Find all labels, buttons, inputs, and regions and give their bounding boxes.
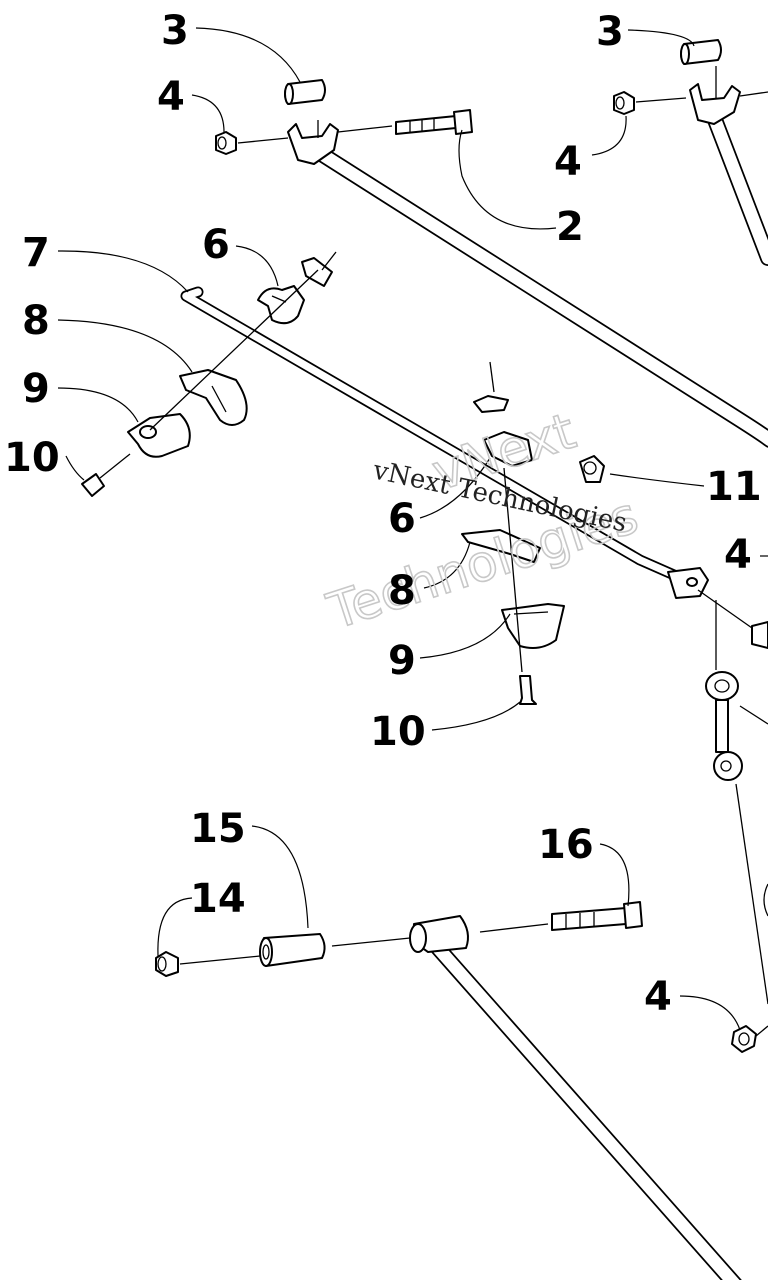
clip-6-center-top <box>473 361 509 413</box>
callout-4-lower-right: 4 <box>644 974 672 1020</box>
bracket-9-center <box>501 603 565 649</box>
clip-6-left-top <box>301 251 337 287</box>
callout-4-left: 4 <box>157 74 185 120</box>
callout-7: 7 <box>22 230 50 276</box>
callout-4-mid-right: 4 <box>724 532 752 578</box>
callout-8-left: 8 <box>22 298 50 344</box>
callout-14: 14 <box>190 876 246 922</box>
bushing-3-right <box>680 39 722 65</box>
lower-control-arm <box>409 915 742 1280</box>
callout-10-left: 10 <box>4 435 60 481</box>
leader-lines <box>57 27 768 1031</box>
callout-8-center: 8 <box>388 568 416 614</box>
callout-15: 15 <box>190 806 246 852</box>
stabilizer-link <box>697 589 768 1005</box>
callouts: 3 4 3 4 2 7 6 8 9 10 11 6 4 8 9 10 15 14… <box>4 8 762 1020</box>
callout-3-right: 3 <box>596 9 624 55</box>
callout-3-left: 3 <box>161 8 189 54</box>
nut-14 <box>155 951 261 977</box>
bolt-10-center <box>503 467 537 705</box>
bolt-2 <box>337 109 473 135</box>
callout-6-left: 6 <box>202 222 230 268</box>
bracket-9-left <box>127 413 191 458</box>
watermark: vNext Technologies vNext Technologies <box>320 401 646 642</box>
bolt-10-left <box>81 269 319 497</box>
callout-4-right-upper: 4 <box>554 139 582 185</box>
nut-4-left <box>215 131 289 155</box>
callout-2: 2 <box>556 204 584 250</box>
callout-9-left: 9 <box>22 366 50 412</box>
bushing-15 <box>259 933 411 967</box>
callout-9-center: 9 <box>388 638 416 684</box>
callout-16: 16 <box>538 822 594 868</box>
bolt-16 <box>479 901 643 933</box>
retainer-6-center <box>483 431 533 467</box>
callout-6-center: 6 <box>388 496 416 542</box>
nut-4-lower-right <box>731 1025 768 1053</box>
callout-11: 11 <box>706 464 762 510</box>
screw-11 <box>579 455 605 483</box>
upper-control-arm-left <box>287 120 768 448</box>
bushing-3-left <box>284 79 326 105</box>
nut-4-right <box>613 91 687 115</box>
callout-10-center: 10 <box>370 709 426 755</box>
bushing-8-center <box>461 529 541 563</box>
upper-control-arm-right <box>689 66 768 266</box>
bushing-8-left <box>179 369 248 426</box>
